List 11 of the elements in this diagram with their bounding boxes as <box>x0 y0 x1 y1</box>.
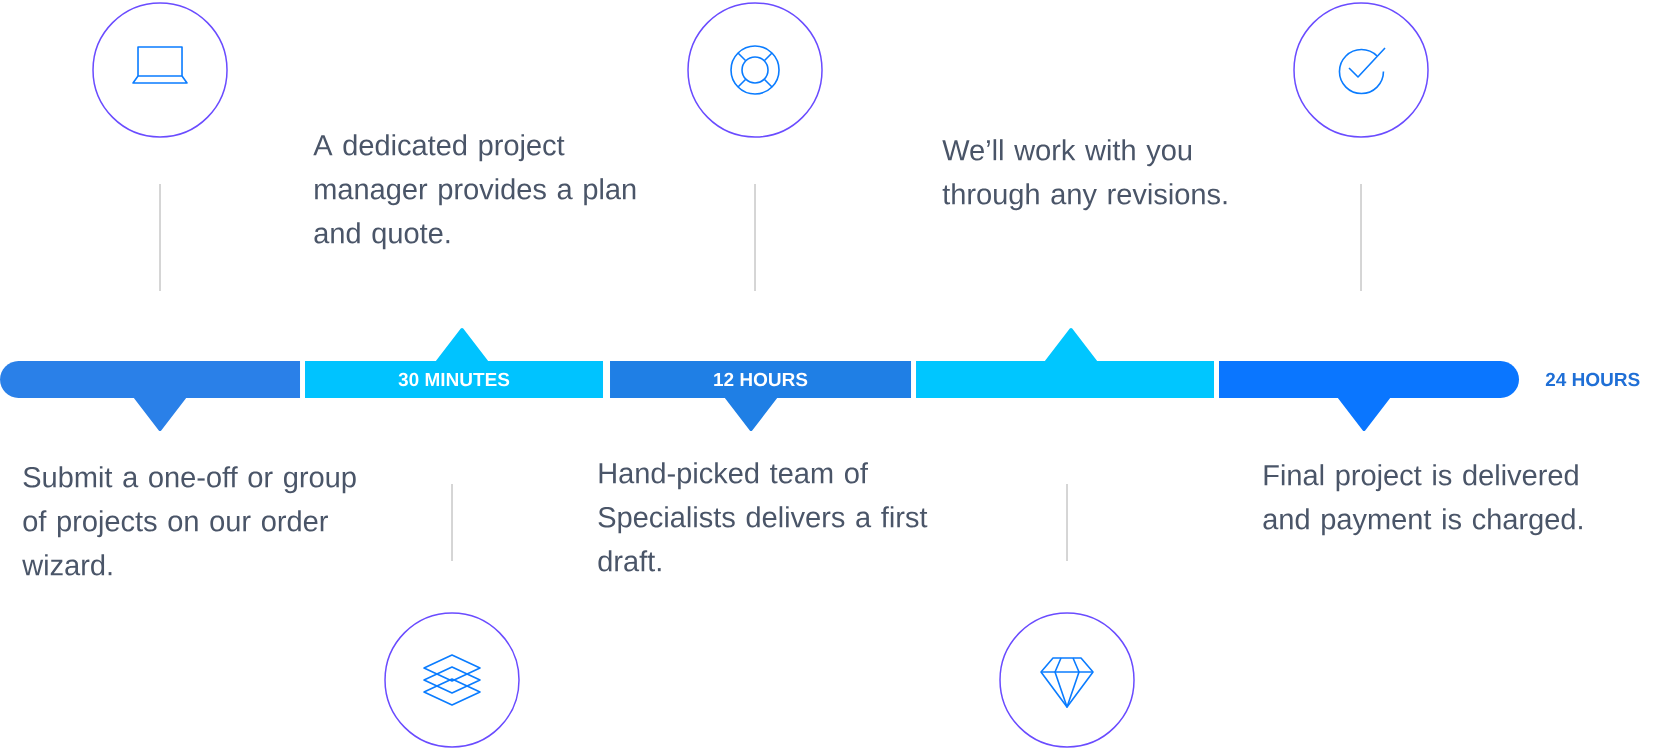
step-description: We’ll work with you through any revisions. <box>942 139 1227 211</box>
timeline-segment <box>916 327 1214 398</box>
step-description: Hand-picked team of Specialists delivers a first draft. <box>598 462 928 572</box>
timeline-segment: 30 MINUTES <box>305 327 603 398</box>
timeline-segment <box>1219 361 1519 432</box>
step-description: Final project is delivered and payment is charged. <box>1263 464 1582 536</box>
timeline-segment: 12 HOURS <box>610 361 911 432</box>
duration-label: 24 HOURS <box>1545 372 1640 387</box>
step-description: Submit a one-off or group of projects on our order wizard. <box>22 466 356 576</box>
timeline-segment <box>0 361 300 432</box>
step-description: A dedicated project manager provides a plan and quote. <box>313 134 636 250</box>
